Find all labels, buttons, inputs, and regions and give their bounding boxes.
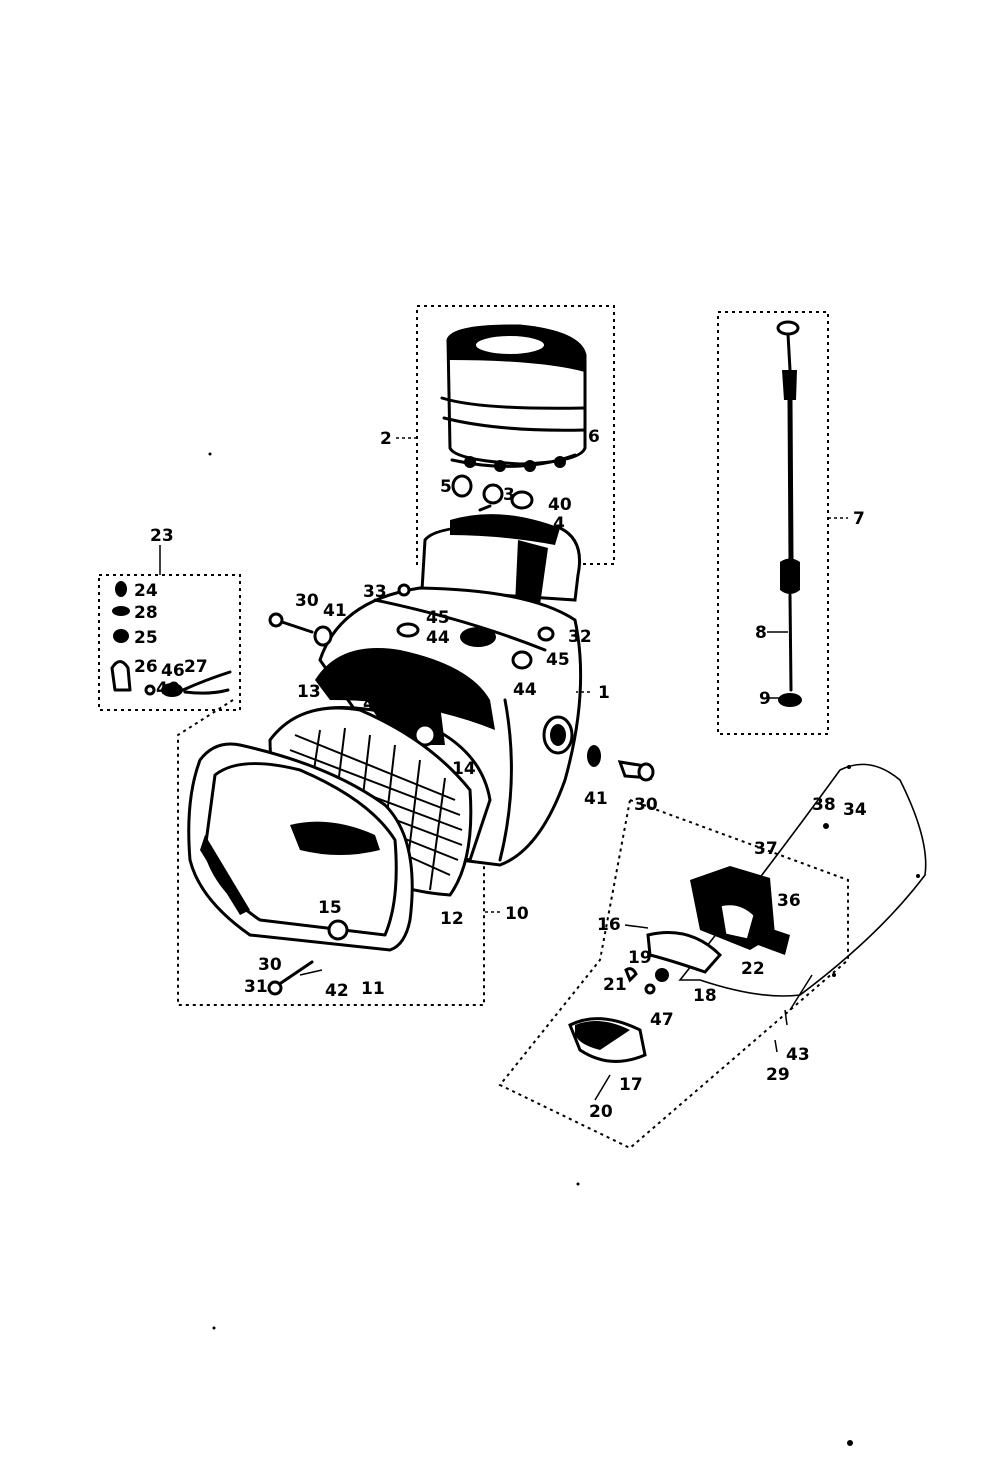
label-29: 29 [766, 1065, 790, 1085]
label-31: 31 [244, 977, 268, 997]
bulb-kit-parts [110, 581, 232, 697]
label-7: 7 [853, 509, 865, 529]
label-40-b: 40 [363, 694, 387, 714]
label-34: 34 [843, 800, 867, 820]
group-box-switch [498, 798, 849, 1150]
shell-bolt-left [268, 612, 333, 647]
label-1: 1 [598, 683, 610, 703]
label-9: 9 [759, 689, 771, 709]
label-20: 20 [589, 1102, 613, 1122]
label-8: 8 [755, 623, 767, 643]
switch-cover [568, 1017, 647, 1101]
speedometer-head [440, 324, 587, 472]
label-18: 18 [693, 986, 717, 1006]
switch-assembly [624, 866, 790, 995]
label-30-a: 30 [295, 591, 319, 611]
label-2: 2 [380, 429, 392, 449]
label-24: 24 [134, 581, 158, 601]
label-44-a: 44 [426, 628, 450, 648]
label-22: 22 [741, 959, 765, 979]
callout-labels: 1 2 3 4 5 6 7 8 9 10 11 12 13 14 15 16 1… [134, 427, 867, 1122]
label-25: 25 [134, 628, 158, 648]
label-40-c: 40 [156, 679, 180, 699]
label-41-b: 41 [584, 789, 608, 809]
label-30-c: 30 [258, 955, 282, 975]
label-28: 28 [134, 603, 158, 623]
leader-lines [159, 437, 848, 1011]
label-10: 10 [505, 904, 529, 924]
label-37: 37 [754, 839, 778, 859]
label-42: 42 [325, 981, 349, 1001]
label-46: 46 [161, 661, 185, 681]
label-6: 6 [588, 427, 600, 447]
label-3: 3 [503, 485, 515, 505]
print-specks [208, 452, 853, 1446]
label-35: 35 [392, 700, 416, 720]
handlebar-cover [678, 763, 927, 997]
label-16: 16 [597, 915, 621, 935]
headlamp-rim [187, 742, 414, 952]
label-17: 17 [619, 1075, 643, 1095]
label-33: 33 [363, 582, 387, 602]
group-box-bulb-kit [98, 574, 241, 711]
label-15: 15 [318, 898, 342, 918]
label-26: 26 [134, 657, 158, 677]
label-23: 23 [150, 526, 174, 546]
label-36: 36 [777, 891, 801, 911]
speedometer-cable [776, 320, 802, 707]
rim-screw [267, 960, 323, 996]
label-45-a: 45 [426, 608, 450, 628]
label-45-b: 45 [546, 650, 570, 670]
label-21: 21 [603, 975, 627, 995]
label-41-a: 41 [323, 601, 347, 621]
shell-fittings-top [396, 583, 555, 670]
label-14: 14 [452, 759, 476, 779]
speedometer-fittings [451, 474, 534, 512]
label-32: 32 [568, 627, 592, 647]
label-43: 43 [786, 1045, 810, 1065]
label-19: 19 [628, 948, 652, 968]
cover-screws [774, 823, 829, 1053]
label-13: 13 [297, 682, 321, 702]
label-5: 5 [440, 477, 452, 497]
shell-bolt-right [587, 745, 655, 782]
label-12: 12 [440, 909, 464, 929]
speedometer-housing [420, 514, 581, 605]
label-40-a: 40 [548, 495, 572, 515]
label-4: 4 [553, 514, 565, 534]
group-box-cable [717, 311, 829, 735]
label-38: 38 [812, 795, 836, 815]
label-30-b: 30 [634, 795, 658, 815]
label-44-b: 44 [513, 680, 537, 700]
label-27: 27 [184, 657, 208, 677]
label-11: 11 [361, 979, 385, 999]
label-47: 47 [650, 1010, 674, 1030]
